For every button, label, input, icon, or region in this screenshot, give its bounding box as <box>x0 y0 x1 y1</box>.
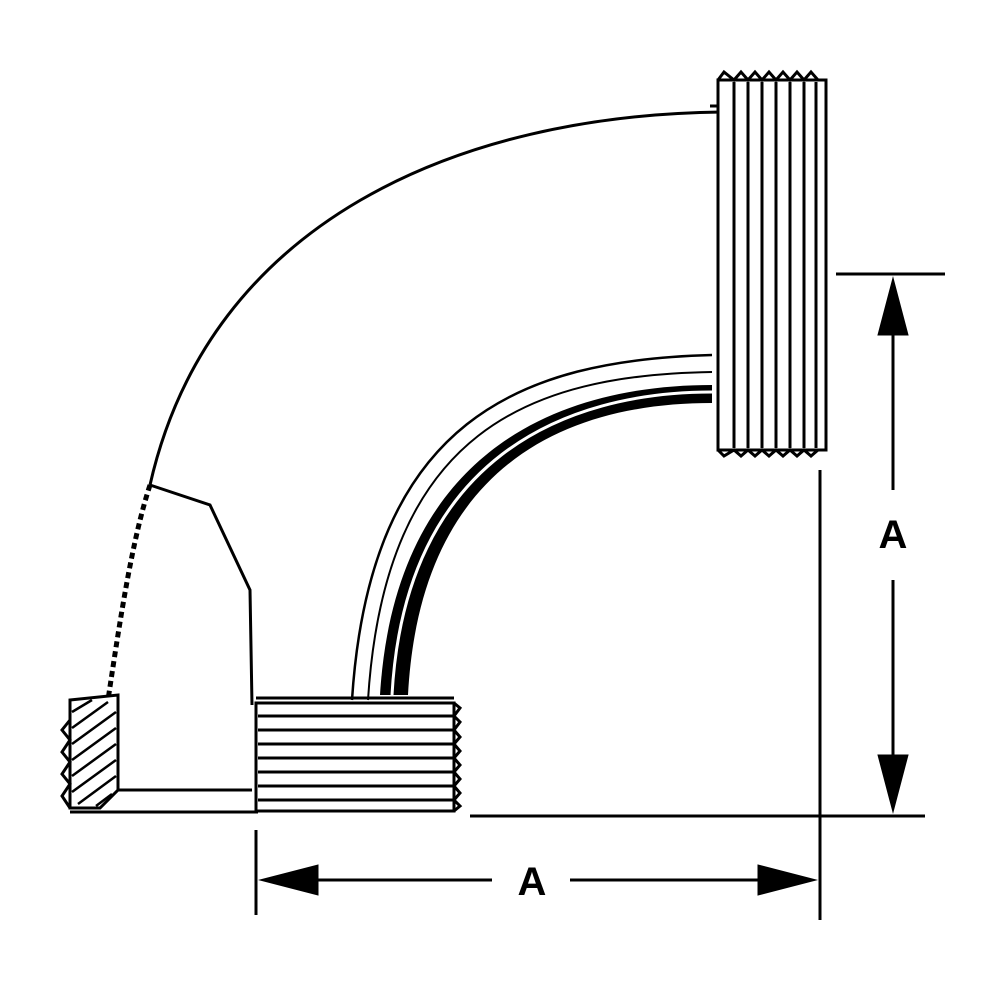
bottom-thread <box>254 696 463 813</box>
arrow-down-icon <box>877 754 909 814</box>
elbow-outer-curve <box>148 110 723 486</box>
arrow-right-icon <box>757 864 818 896</box>
arrow-left-icon <box>258 864 319 896</box>
vertical-dimension <box>877 276 909 814</box>
cutaway-inner-edge <box>149 483 254 706</box>
bore-highlight <box>390 390 713 696</box>
horizontal-dimension-label: A <box>518 860 547 904</box>
cutaway-wall-hatch <box>105 484 153 701</box>
horizontal-dimension <box>258 864 818 896</box>
vertical-dimension-label: A <box>879 513 908 557</box>
elbow-inner-curve-thin <box>367 371 713 701</box>
left-thread-section <box>60 693 120 810</box>
arrow-up-icon <box>877 276 909 336</box>
extension-lines <box>254 272 945 920</box>
elbow-inner-curve-outer <box>350 353 713 701</box>
right-thread <box>716 69 828 458</box>
